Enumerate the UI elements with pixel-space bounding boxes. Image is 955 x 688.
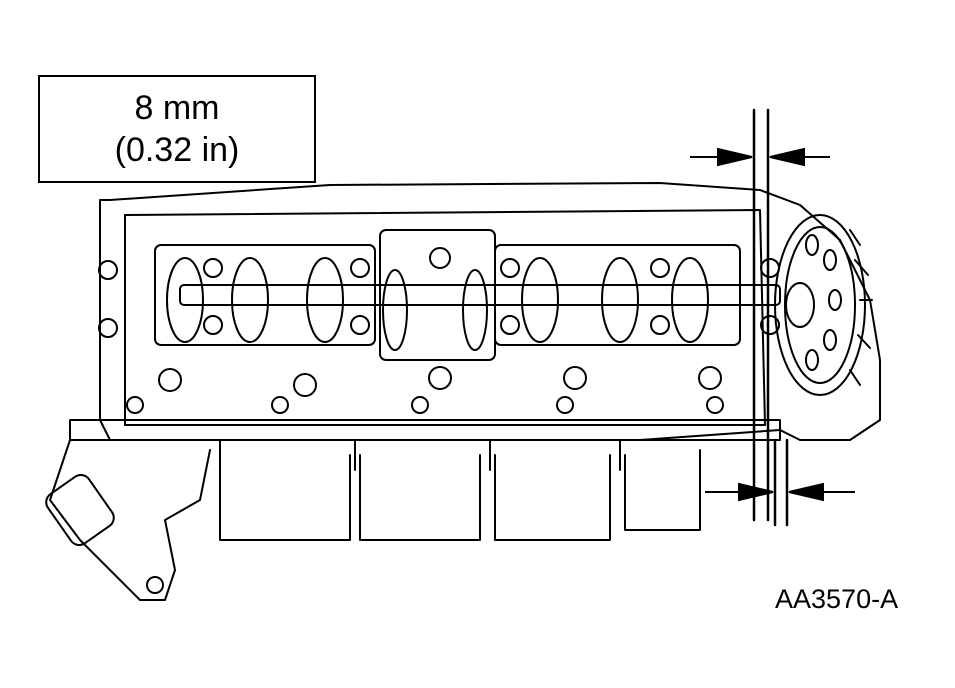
cam-lobes (166, 257, 709, 351)
cylinder-head-outline (99, 182, 881, 441)
dimension-callout-box: 8 mm (0.32 in) (38, 75, 316, 183)
bearing-cap (379, 229, 496, 361)
cam-sprocket (774, 214, 873, 396)
lower-rail (69, 419, 781, 441)
callout-metric: 8 mm (134, 89, 220, 127)
studs (219, 439, 621, 471)
camshaft (179, 284, 781, 306)
bearing-cap (154, 244, 376, 346)
cap-bolts (98, 247, 780, 414)
figure-id-label: AA3570-A (775, 584, 899, 614)
mount-bolt (146, 576, 164, 594)
port-runner (219, 439, 701, 541)
callout-imperial: (0.32 in) (114, 131, 240, 169)
cam-carrier-frame (124, 209, 766, 426)
manifold-end (49, 439, 211, 601)
end-fitting (45, 474, 115, 546)
dimension-arrows (690, 147, 855, 502)
